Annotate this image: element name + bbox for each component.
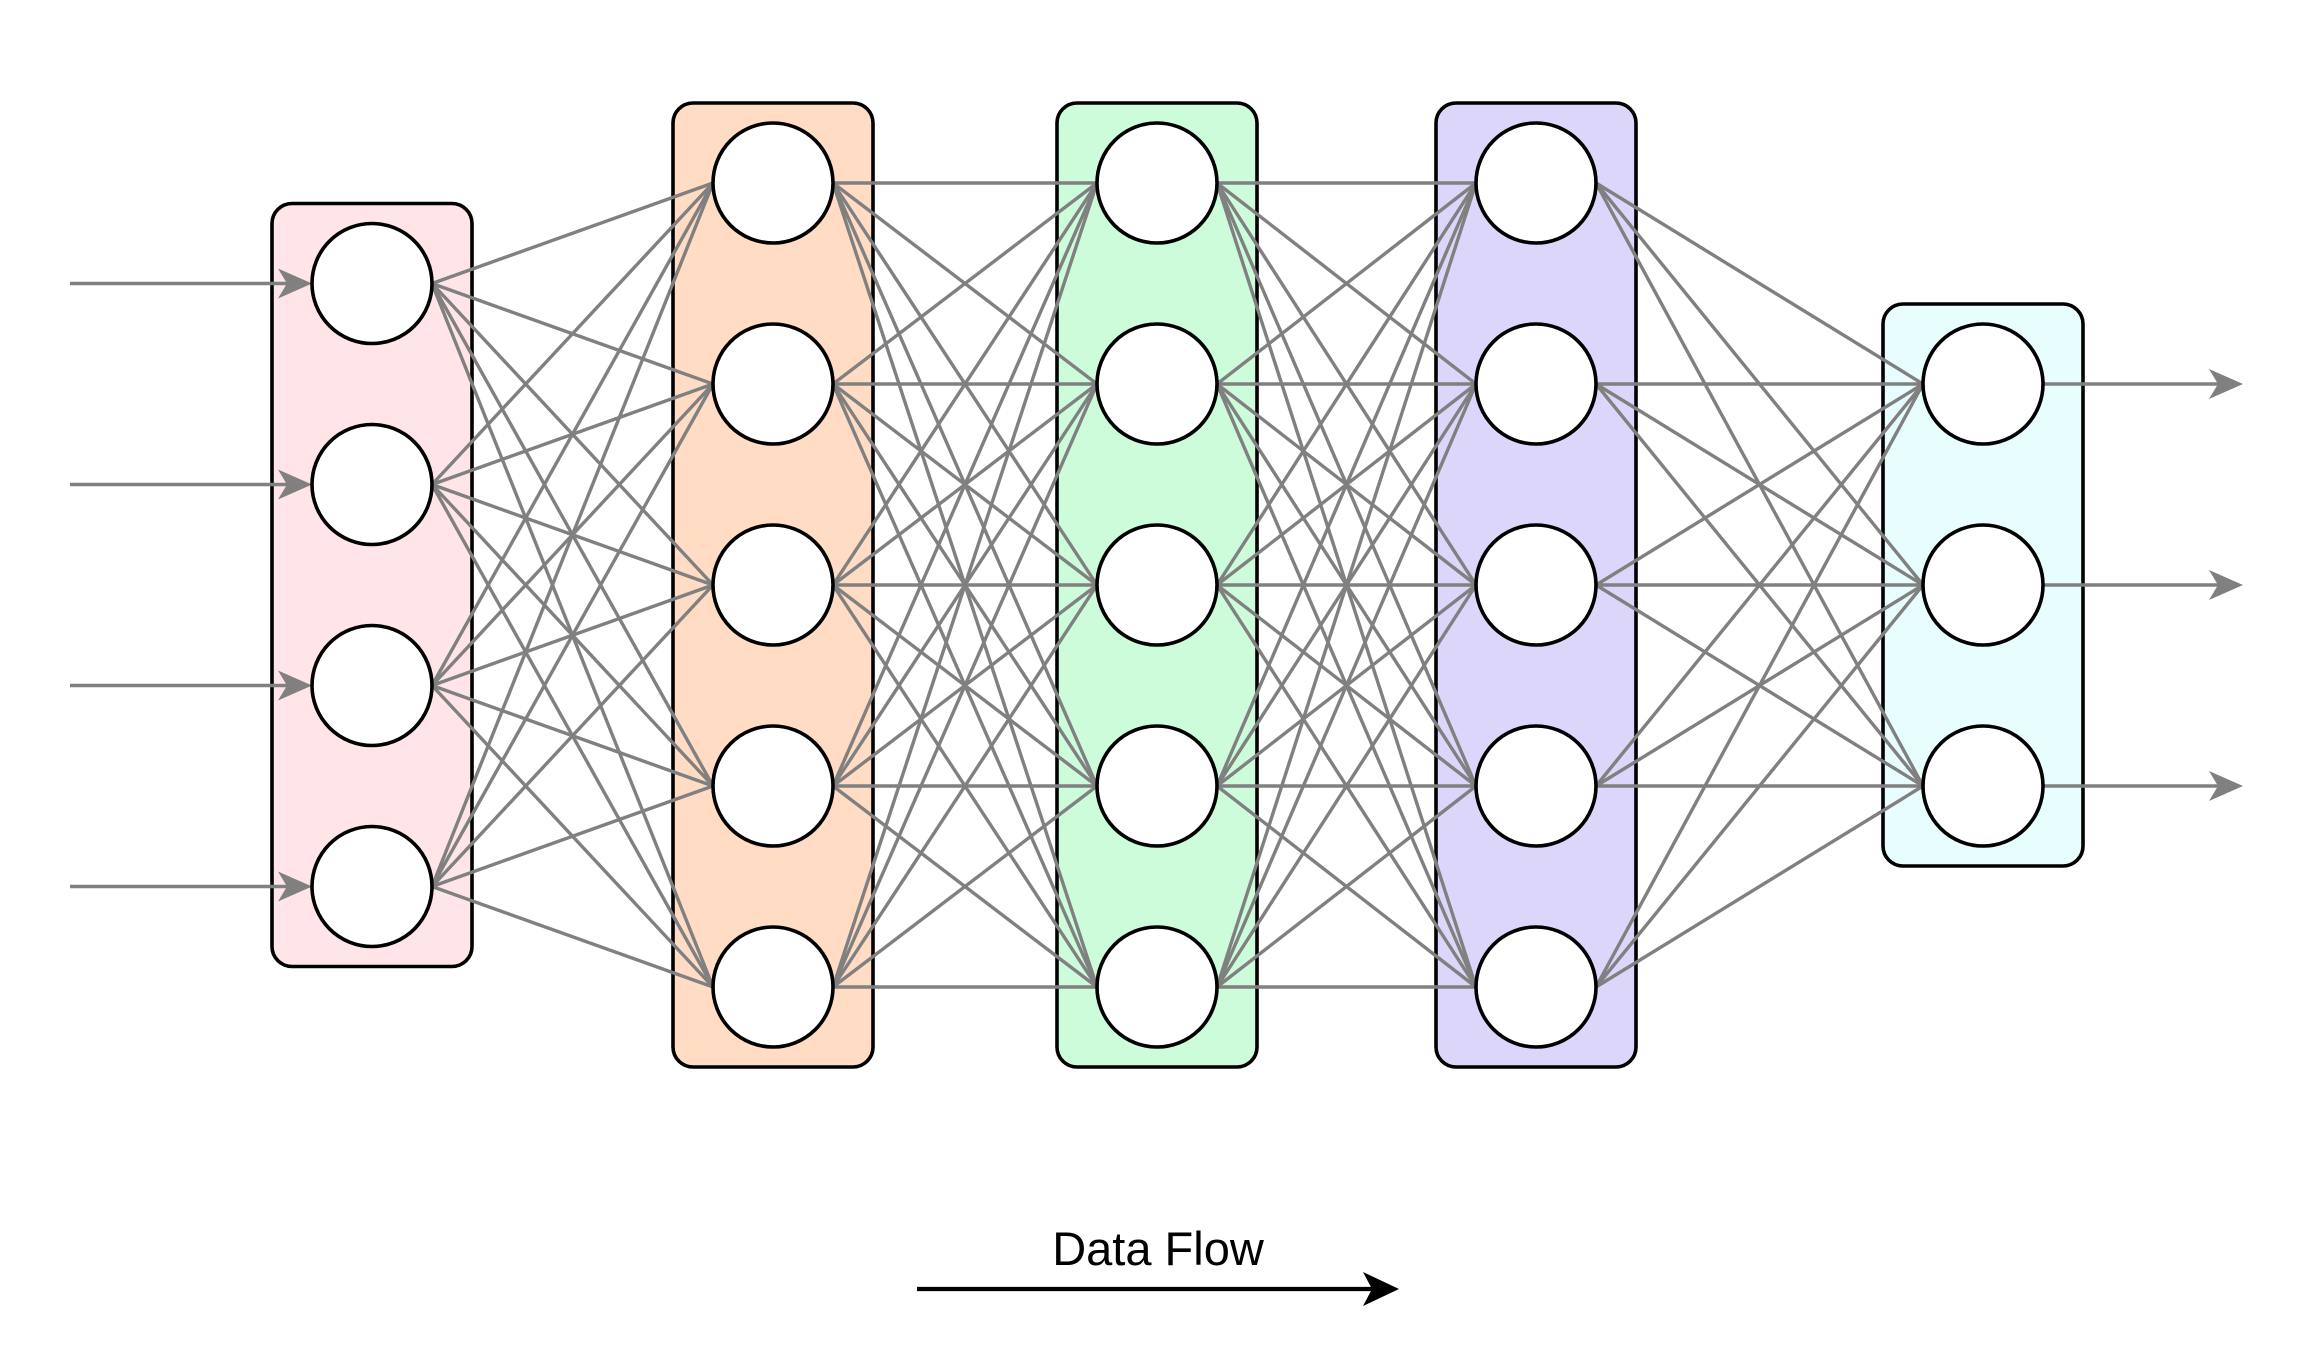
connections <box>430 181 1925 989</box>
data-flow-label: Data Flow <box>1052 1222 1265 1275</box>
neuron-hidden-l4-n4 <box>1474 724 1598 848</box>
connection-l2n2-l3n1 <box>831 181 1099 386</box>
input-arrowhead-2 <box>278 469 312 500</box>
data-flow-indicator: Data Flow <box>917 1222 1399 1306</box>
connection-l2n3-l3n1 <box>831 182 1099 586</box>
neuron-hidden-l2-n2 <box>711 322 835 446</box>
connection-l4n1-l5n1 <box>1595 181 1924 386</box>
connection-l1n1-l2n1 <box>431 181 714 286</box>
neuron-input-l1-n3 <box>310 623 434 748</box>
connection-l4n3-l5n1 <box>1595 382 1924 587</box>
data-flow-arrowhead <box>1363 1272 1399 1306</box>
neuron-hidden-l3-n2 <box>1095 322 1219 446</box>
connection-l1n4-l2n1 <box>430 182 715 888</box>
neuron-output-l5-n2 <box>1921 523 2045 647</box>
connection-l1n4-l2n4 <box>431 784 714 889</box>
neuron-hidden-l4-n1 <box>1474 121 1598 245</box>
connection-l3n4-l4n1 <box>1215 182 1478 787</box>
neuron-hidden-l4-n3 <box>1474 523 1598 647</box>
connection-l1n4-l2n3 <box>430 583 715 888</box>
neurons <box>310 121 2045 1049</box>
connection-l4n5-l5n3 <box>1595 784 1924 989</box>
neuron-hidden-l2-n3 <box>711 523 835 647</box>
connection-l3n5-l4n3 <box>1215 584 1478 988</box>
connection-l2n5-l3n4 <box>831 784 1099 989</box>
connection-l3n5-l4n1 <box>1215 182 1478 988</box>
connection-l1n4-l2n2 <box>430 383 715 888</box>
output-arrowhead-2 <box>2209 570 2243 600</box>
connection-l2n5-l3n1 <box>831 182 1099 988</box>
neuron-hidden-l3-n4 <box>1095 724 1219 848</box>
neuron-hidden-l4-n5 <box>1474 925 1598 1049</box>
connection-l3n2-l4n1 <box>1215 181 1478 386</box>
connection-l1n2-l2n1 <box>430 181 715 486</box>
input-arrowhead-3 <box>278 670 312 701</box>
neuron-hidden-l3-n5 <box>1095 925 1219 1049</box>
neuron-input-l1-n4 <box>310 824 434 949</box>
neuron-hidden-l3-n3 <box>1095 523 1219 647</box>
connection-l3n5-l4n4 <box>1215 784 1478 989</box>
connection-l2n4-l3n1 <box>831 182 1099 787</box>
neuron-hidden-l3-n1 <box>1095 121 1219 245</box>
connection-l4n5-l5n1 <box>1594 383 1925 988</box>
connection-l4n4-l5n1 <box>1594 382 1925 788</box>
neuron-hidden-l2-n1 <box>711 121 835 245</box>
connection-l1n4-l2n5 <box>431 884 714 989</box>
neuron-output-l5-n3 <box>1921 724 2045 848</box>
layer-box-input-1 <box>270 201 474 969</box>
connection-l3n5-l4n2 <box>1215 383 1478 988</box>
neuron-input-l1-n1 <box>310 221 434 346</box>
neuron-hidden-l2-n4 <box>711 724 835 848</box>
input-arrowhead-4 <box>278 871 312 902</box>
neuron-hidden-l4-n2 <box>1474 322 1598 446</box>
neuron-input-l1-n2 <box>310 422 434 547</box>
neuron-hidden-l2-n5 <box>711 925 835 1049</box>
connection-l2n5-l3n3 <box>831 584 1099 988</box>
connection-l2n5-l3n2 <box>831 383 1099 988</box>
connection-l1n3-l2n1 <box>430 182 715 687</box>
output-arrowhead-3 <box>2209 771 2243 801</box>
neuron-output-l5-n1 <box>1921 322 2045 446</box>
io-arrows <box>70 268 2243 902</box>
connection-l4n5-l5n2 <box>1594 583 1925 989</box>
connection-l3n3-l4n1 <box>1215 182 1478 586</box>
input-arrowhead-1 <box>278 268 312 299</box>
output-arrowhead-1 <box>2209 369 2243 399</box>
